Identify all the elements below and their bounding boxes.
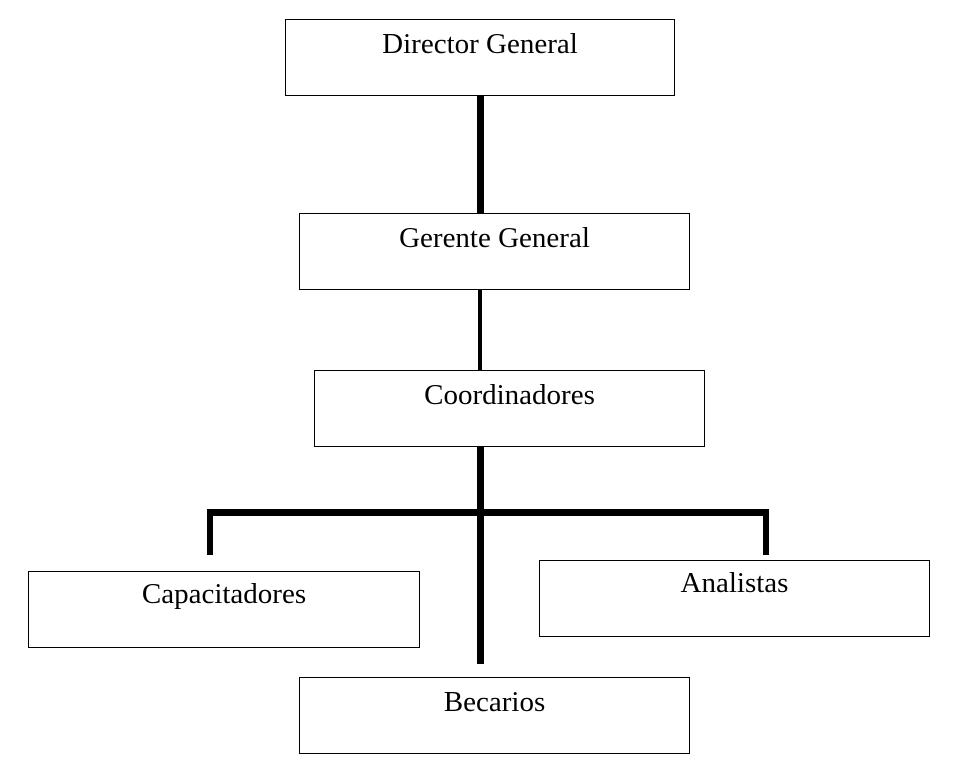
node-analistas: Analistas bbox=[539, 560, 930, 637]
connector-branch-analistas bbox=[763, 509, 769, 555]
node-label: Gerente General bbox=[399, 222, 590, 254]
node-becarios: Becarios bbox=[299, 677, 690, 754]
node-gerente-general: Gerente General bbox=[299, 213, 690, 290]
node-capacitadores: Capacitadores bbox=[28, 571, 420, 648]
connector-gerente-coordinadores bbox=[478, 282, 482, 370]
node-label: Director General bbox=[382, 28, 578, 60]
node-label: Capacitadores bbox=[141, 578, 307, 610]
connector-branch-horizontal bbox=[207, 509, 769, 516]
node-director-general: Director General bbox=[285, 19, 675, 96]
node-coordinadores: Coordinadores bbox=[314, 370, 705, 447]
node-label: Becarios bbox=[443, 686, 546, 718]
connector-branch-capacitadores bbox=[207, 509, 213, 555]
node-label: Analistas bbox=[680, 567, 789, 599]
connector-coordinadores-trunk bbox=[477, 446, 484, 664]
connector-director-gerente bbox=[477, 94, 484, 213]
node-label: Coordinadores bbox=[424, 379, 595, 411]
